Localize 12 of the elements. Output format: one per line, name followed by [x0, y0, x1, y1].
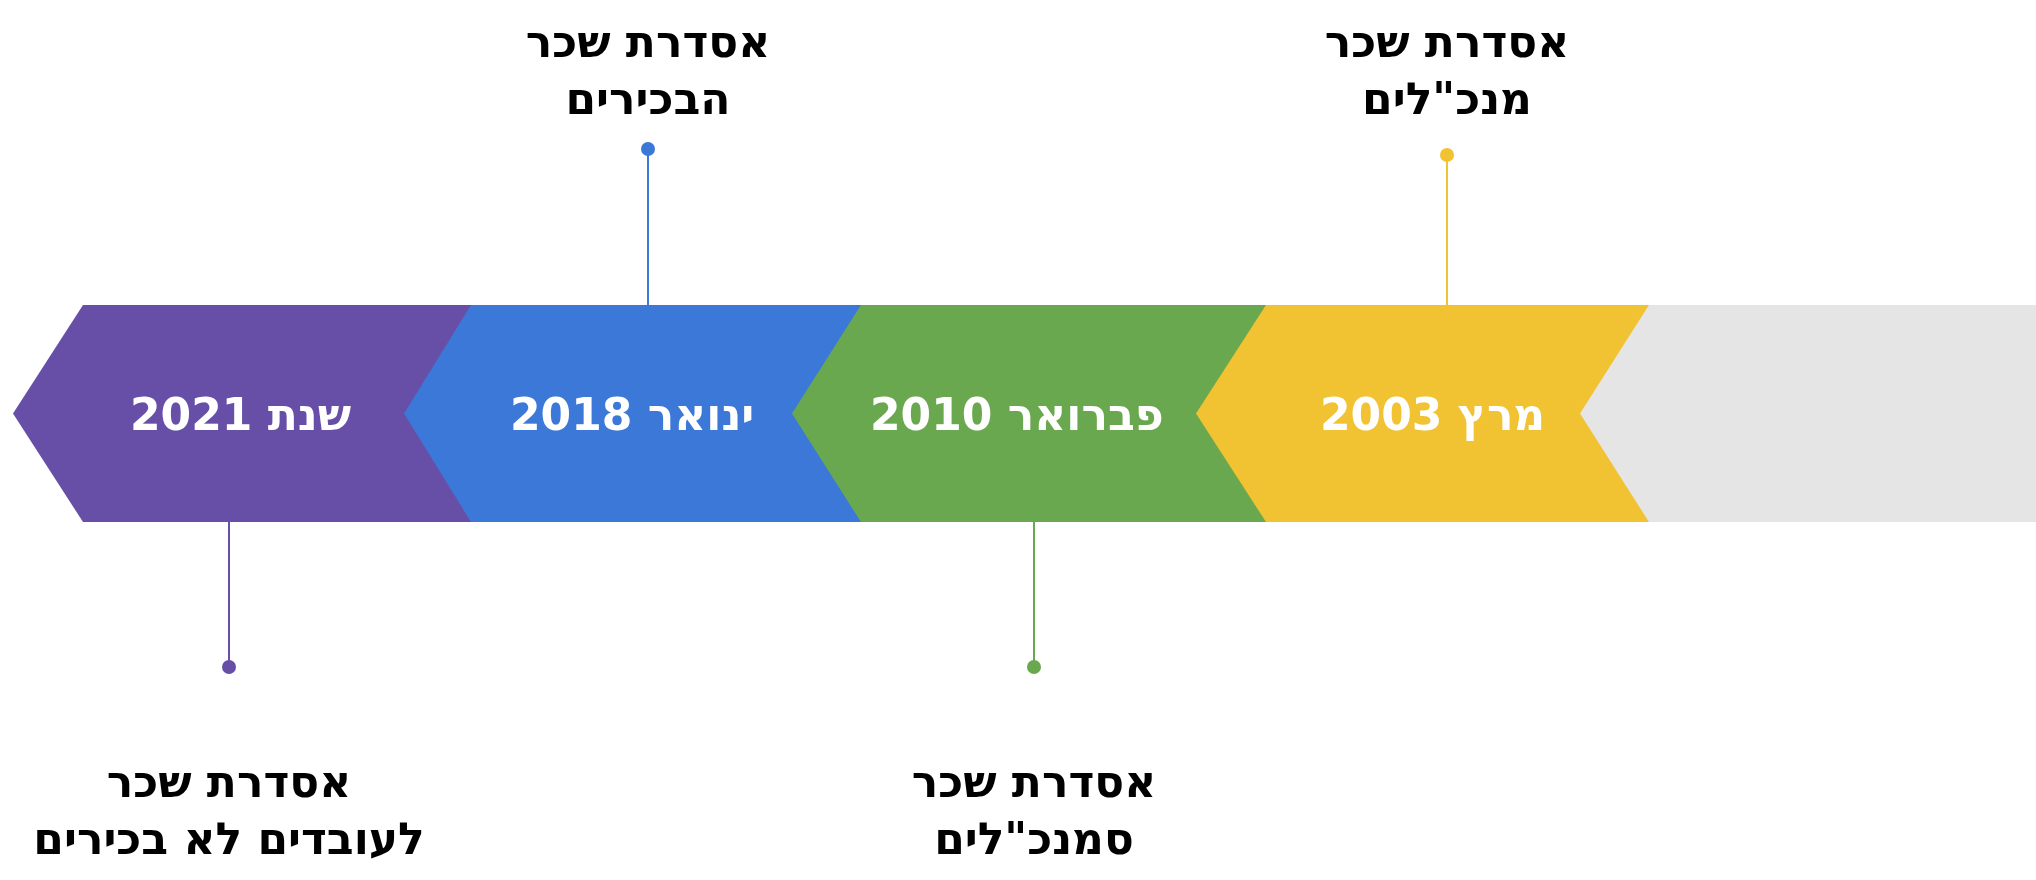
leader-line — [641, 142, 655, 306]
leader-line — [222, 521, 236, 674]
date-label: מרץ 2003 — [1320, 388, 1546, 439]
note-text: אסדרת שכר מנכ"לים — [1247, 2, 1647, 155]
leader-line — [1440, 148, 1454, 306]
date-label: פברואר 2010 — [870, 388, 1164, 439]
date-label: ינואר 2018 — [510, 388, 755, 439]
date-label: שנת 2021 — [130, 388, 352, 439]
note-text: אסדרת שכר הבכירים — [448, 2, 848, 149]
leader-line — [1027, 521, 1041, 674]
note-text: אסדרת שכר סמנכ"לים — [834, 667, 1234, 880]
note-text: אסדרת שכר לעובדים לא בכירים — [24, 667, 434, 880]
